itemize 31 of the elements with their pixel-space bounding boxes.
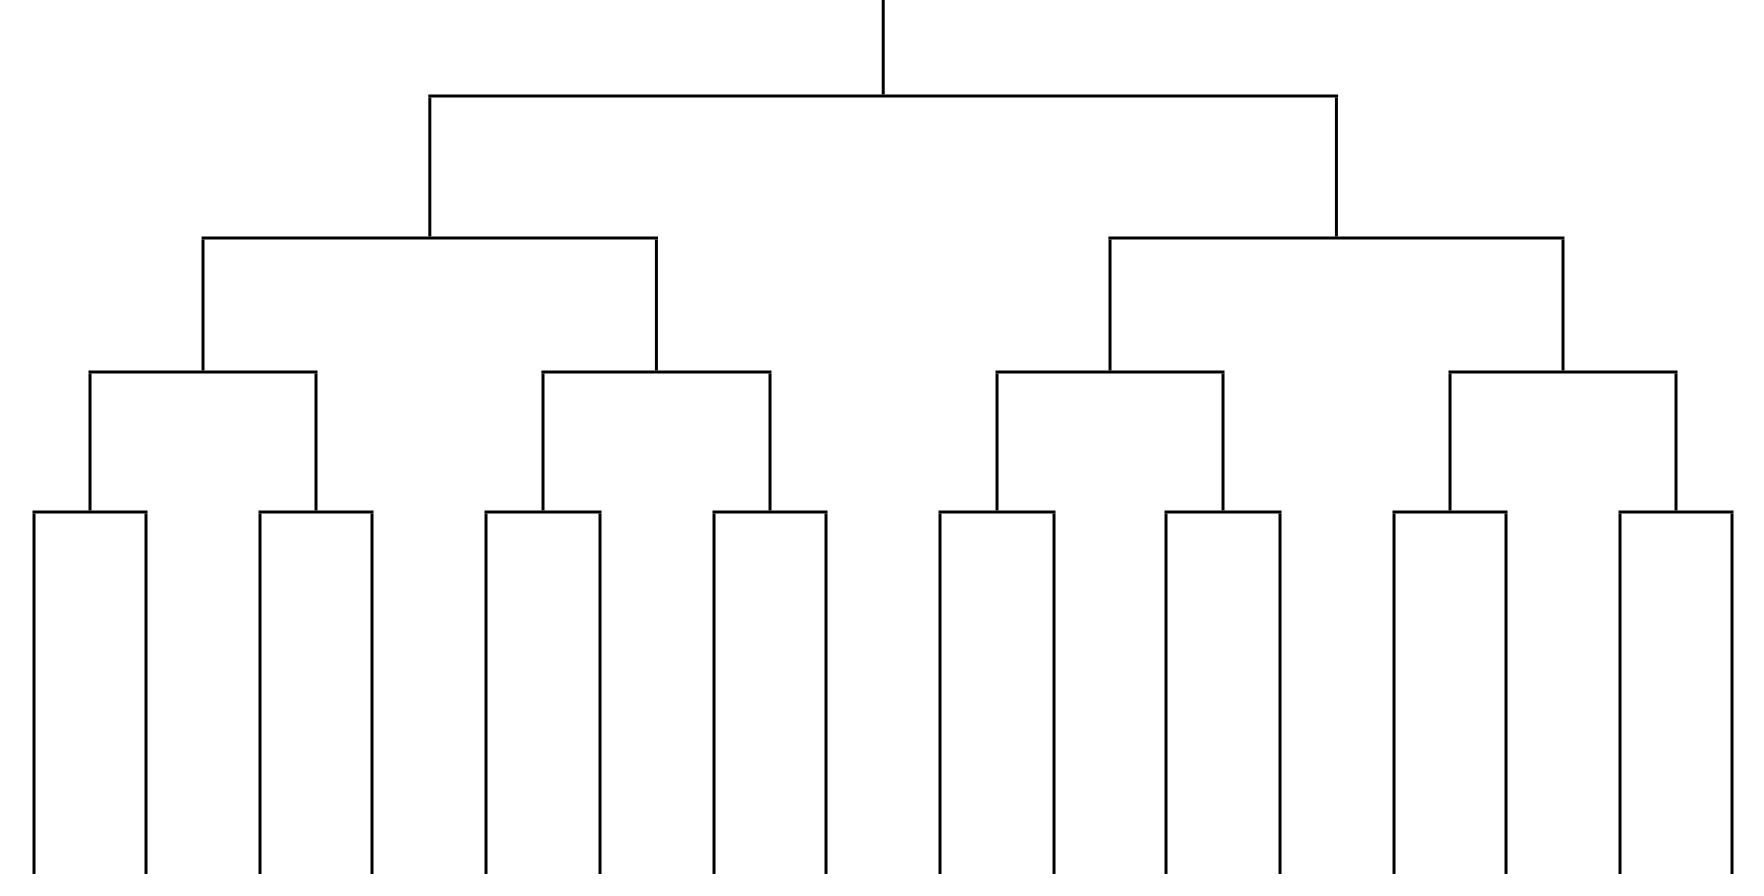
connector-line [824,513,828,874]
connector-line [201,239,205,371]
connector-line [484,513,488,874]
connector-line [1108,239,1112,371]
connector-line [1448,373,1452,511]
connector-line [541,373,545,511]
connector-line [1221,373,1225,511]
connector-line [1334,97,1338,237]
connector-line [1164,513,1168,874]
connector-line [32,513,36,874]
connector-line [1504,513,1508,874]
connector-line [144,513,148,874]
connector-line [314,373,318,511]
connector-line [1052,513,1056,874]
connector-line [1278,513,1282,874]
connector-line [598,513,602,874]
connector-line [1392,513,1396,874]
connector-line [428,97,432,237]
connector-line [881,0,885,95]
connector-line [712,513,716,874]
connector-line [1561,239,1565,371]
connector-line [654,239,658,371]
connector-line [88,373,92,511]
connector-line [258,513,262,874]
connector-line [1730,513,1734,874]
connector-line [995,373,999,511]
connector-line [768,373,772,511]
connector-line [1618,513,1622,874]
connector-line [370,513,374,874]
connector-line [1674,373,1678,511]
connector-line [938,513,942,874]
